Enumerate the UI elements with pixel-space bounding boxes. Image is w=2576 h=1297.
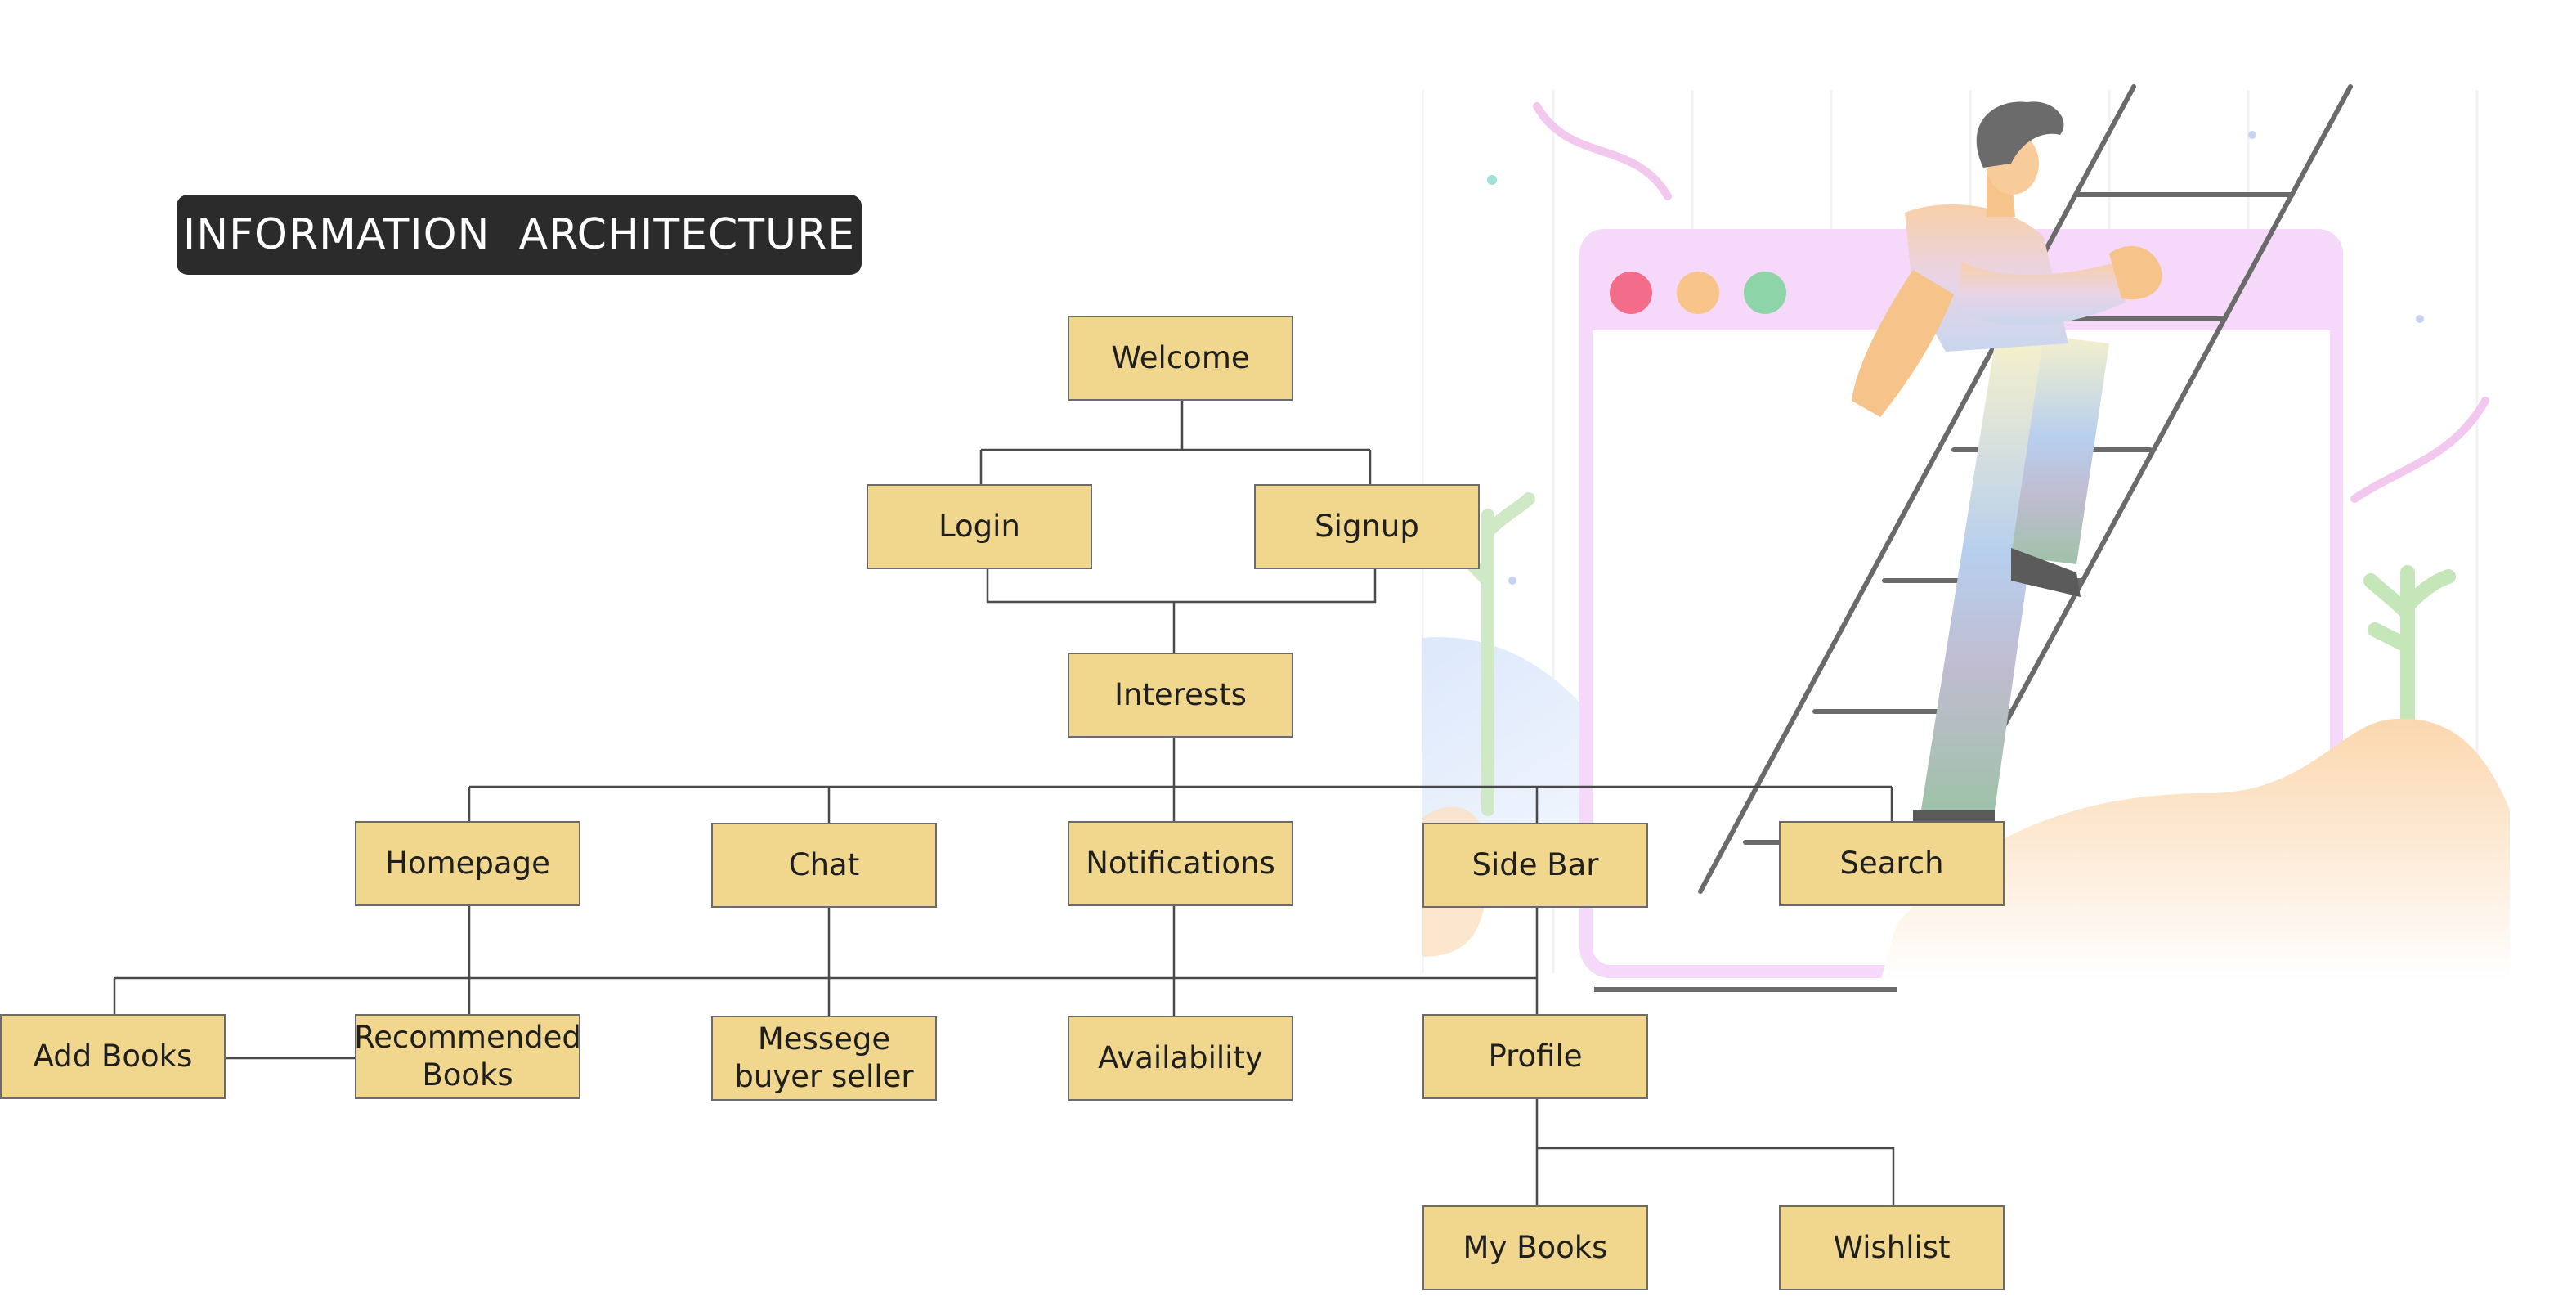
node-homepage: Homepage [355,821,580,906]
node-availability: Availability [1068,1016,1293,1101]
node-message-buyer-seller: Messege buyer seller [711,1016,937,1101]
page-title: INFORMATION ARCHITECTURE [182,210,856,259]
node-login: Login [867,484,1092,569]
node-interests: Interests [1068,653,1293,738]
node-my-books: My Books [1422,1205,1648,1290]
node-signup: Signup [1254,484,1480,569]
node-recommended-books: Recommended Books [354,1014,581,1099]
node-search: Search [1779,821,2005,906]
node-chat: Chat [711,823,937,908]
node-notifications: Notifications [1068,821,1293,906]
node-sidebar: Side Bar [1422,823,1648,908]
node-add-books: Add Books [0,1014,226,1099]
node-wishlist: Wishlist [1779,1205,2005,1290]
node-welcome: Welcome [1068,316,1293,401]
title-badge: INFORMATION ARCHITECTURE [177,195,862,275]
node-profile: Profile [1422,1014,1648,1099]
person-climbing-ladder-illustration [1422,84,2510,992]
